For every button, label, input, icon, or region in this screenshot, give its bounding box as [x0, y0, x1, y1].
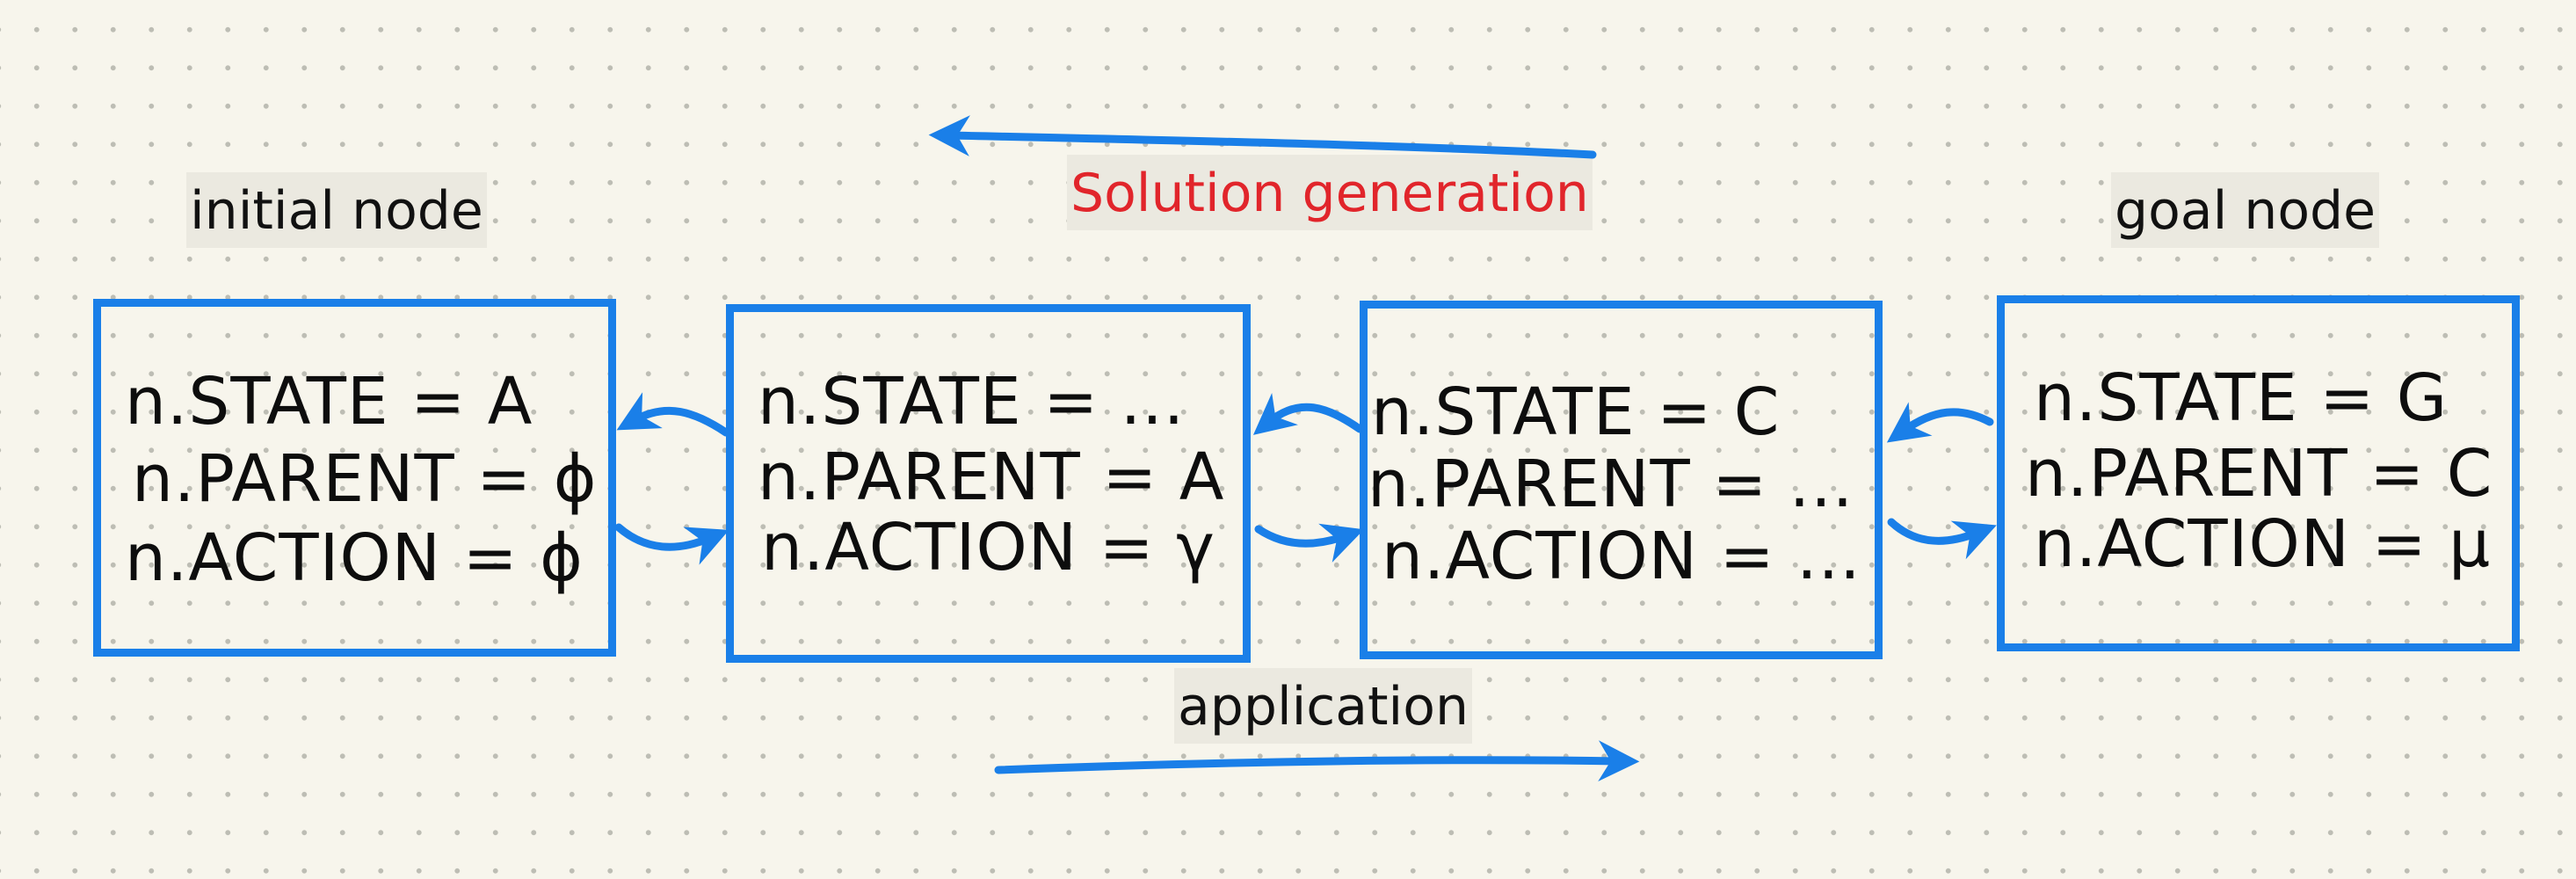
application-arrow	[994, 740, 1640, 782]
parent-arrow-1	[616, 392, 730, 437]
goal-node-label: goal node	[2111, 172, 2380, 248]
node-3-action: n.ACTION = ...	[1382, 519, 1861, 594]
initial-node-label: initial node	[186, 172, 487, 248]
initial-node-box	[93, 299, 616, 657]
node-2-state: n.STATE = ...	[758, 364, 1186, 440]
node-2-box	[726, 304, 1251, 663]
parent-arrow-2	[1252, 393, 1364, 435]
parent-arrow-3	[1886, 402, 1994, 443]
node-4-state: n.STATE = G	[2034, 360, 2449, 436]
node-1-state: n.STATE = A	[125, 364, 533, 440]
node-1-action: n.ACTION = ϕ	[125, 520, 584, 596]
node-3-state: n.STATE = C	[1371, 374, 1781, 450]
solution-generation-label: Solution generation	[1067, 155, 1593, 230]
node-4-parent: n.PARENT = C	[2025, 436, 2493, 512]
action-arrow-2	[1254, 523, 1365, 563]
solution-generation-arrow	[928, 115, 1597, 159]
action-arrow-3	[1887, 518, 1997, 560]
application-label: application	[1174, 668, 1472, 744]
node-3-box	[1360, 301, 1883, 659]
node-2-parent: n.PARENT = A	[758, 440, 1225, 515]
node-2-action: n.ACTION = γ	[761, 510, 1215, 585]
node-3-parent: n.PARENT = ...	[1368, 447, 1854, 522]
action-arrow-1	[614, 523, 729, 565]
node-1-parent: n.PARENT = ϕ	[132, 441, 598, 517]
node-4-action: n.ACTION = μ	[2034, 506, 2492, 582]
goal-node-box	[1997, 295, 2520, 651]
